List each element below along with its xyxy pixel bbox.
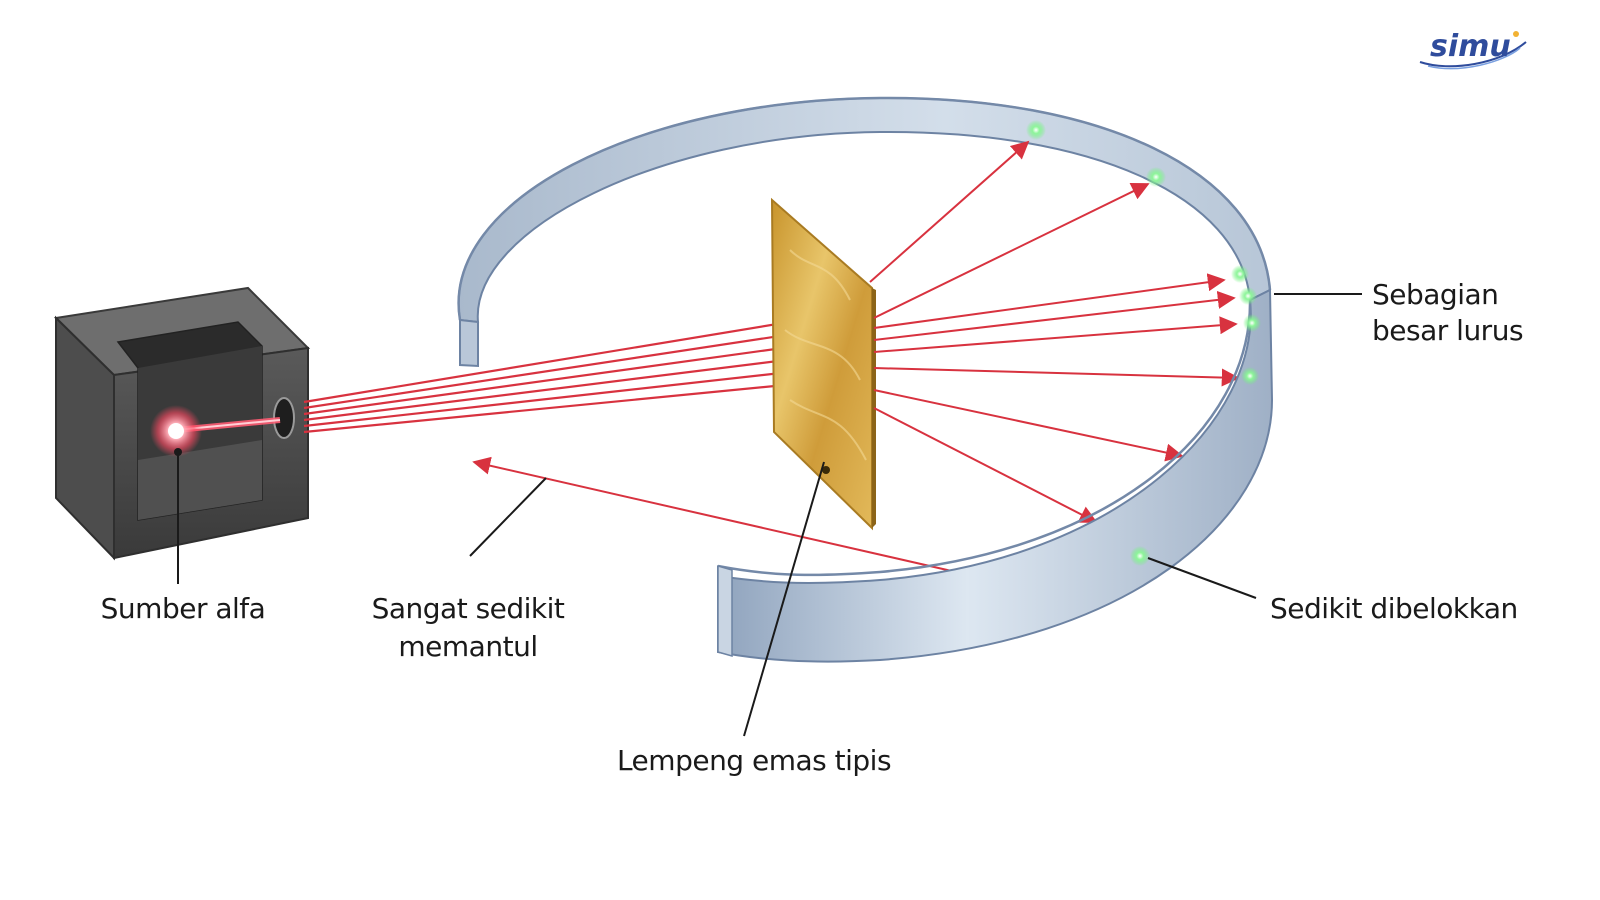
leader-lines (177, 293, 1362, 737)
reflected-ray (472, 456, 957, 573)
label-reflect-line1: Sangat sedikit (372, 592, 565, 625)
flash (1146, 167, 1166, 187)
simu-logo: simu (1419, 29, 1527, 70)
deflected-ray (873, 407, 1098, 523)
straight-ray (873, 316, 1238, 353)
incident-ray (303, 314, 827, 404)
deflected-ray (873, 389, 1184, 462)
leader-reflect (469, 477, 547, 557)
gold-foil (770, 197, 876, 531)
leader-deflected (1147, 557, 1257, 599)
flash (1239, 287, 1257, 305)
label-gold-foil: Lempeng emas tipis (617, 744, 891, 777)
flash (1231, 265, 1249, 283)
straight-ray (873, 367, 1240, 387)
label-deflected: Sedikit dibelokkan (1270, 592, 1518, 625)
label-straight-line2: besar lurus (1372, 314, 1523, 347)
incident-ray (303, 353, 827, 422)
detector-screen-front (717, 288, 1274, 663)
flash (1241, 367, 1259, 385)
leader-foil (743, 461, 825, 737)
label-straight-line1: Sebagian (1372, 278, 1498, 311)
incident-ray (303, 340, 827, 416)
straight-ray (873, 273, 1226, 329)
incident-ray (303, 327, 827, 410)
flash (1026, 120, 1046, 140)
flash (1130, 546, 1150, 566)
label-alpha-source: Sumber alfa (101, 592, 266, 625)
flash (1243, 314, 1261, 332)
label-reflect-line2: memantul (398, 630, 537, 663)
scintillation-flashes (1026, 120, 1261, 566)
incident-ray (303, 379, 827, 434)
deflected-ray (869, 140, 1030, 283)
deflected-ray (873, 183, 1150, 319)
alpha-source-box (53, 286, 311, 561)
scattered-rays (472, 140, 1240, 573)
incident-ray (303, 366, 827, 428)
incident-alpha-beam (303, 314, 827, 434)
straight-ray (873, 290, 1236, 341)
logo-text: simu (1430, 29, 1511, 64)
